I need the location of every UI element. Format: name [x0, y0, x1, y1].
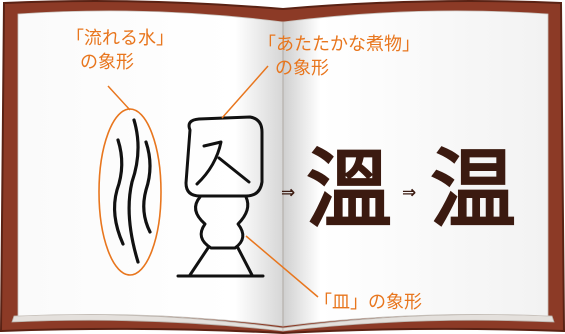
vessel-pictograph-drawing	[176, 115, 265, 278]
stew-leader-line	[221, 65, 269, 119]
dish-bowl-outline	[194, 195, 250, 250]
page-stack-right	[282, 314, 555, 332]
modern-form-kanji: 温	[430, 140, 516, 240]
water-label-line1: 「流れる水」	[66, 28, 174, 49]
stew-label-line1: 「あたたかな煮物」	[258, 34, 420, 55]
water-pictograph-drawing	[112, 118, 152, 264]
dish-leg-right	[236, 246, 254, 277]
stew-inner-stroke-right	[217, 156, 251, 184]
old-form-kanji: 溫	[306, 140, 392, 240]
water-stroke-1	[112, 138, 125, 246]
stew-lid-outline	[184, 115, 264, 198]
water-stroke-2	[127, 118, 140, 264]
stew-label-line2: の象形	[275, 58, 329, 79]
dish-label: 「皿」の象形	[314, 292, 422, 313]
arrow-to-old-form: ⇒	[281, 183, 296, 203]
leader-lines	[107, 65, 319, 298]
water-leader-line	[107, 85, 131, 111]
dish-leader-line	[245, 235, 319, 298]
right-page	[282, 10, 549, 327]
water-stroke-3	[142, 140, 152, 234]
water-label-line2: の象形	[80, 52, 134, 73]
dish-leg-left	[188, 246, 210, 277]
stew-inner-stroke-left	[195, 140, 223, 186]
arrow-to-modern-form: ⇒	[402, 183, 417, 203]
